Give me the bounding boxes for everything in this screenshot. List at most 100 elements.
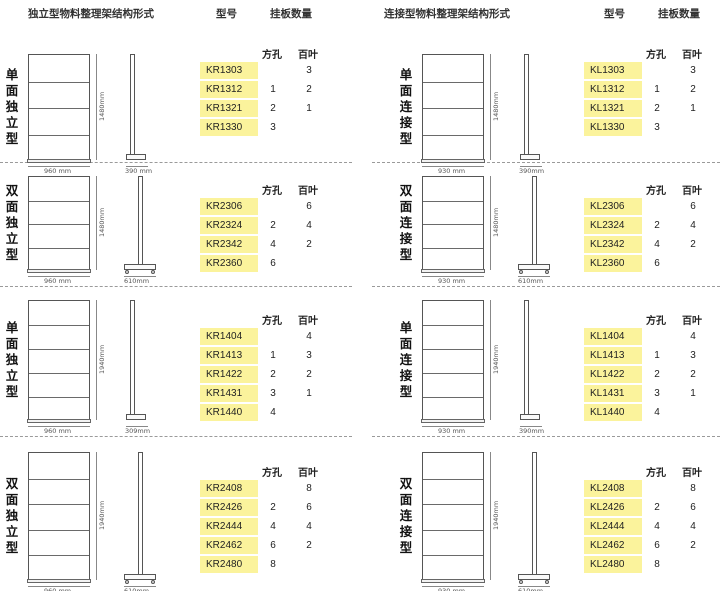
rack-shelf [423,108,483,109]
section-divider [0,286,352,287]
louver-count: 2 [690,369,696,380]
square-hole-count: 2 [270,103,276,114]
rack-type-char: 立 [5,368,19,383]
rack-type-char: 立 [5,231,19,246]
width-dimension: 930 mm [438,277,466,285]
rack-shelf [29,349,89,350]
model-number: KL1312 [584,81,642,98]
model-number: KR2480 [200,556,258,573]
caster-wheel [151,580,155,584]
rack-type-char: 型 [399,247,413,262]
table-row: KL2306 6 [584,198,720,215]
rack-type-char: 接 [399,231,413,246]
rack-post [532,452,537,578]
col-square-hole: 方孔 [262,186,282,197]
square-hole-count: 6 [270,258,276,269]
depth-dimension-line [518,276,550,277]
square-hole-count: 6 [270,540,276,551]
rack-front-view [421,300,485,423]
square-hole-count: 6 [654,540,660,551]
rack-post [130,54,135,158]
square-hole-count: 4 [654,407,660,418]
rack-type-char: 独 [5,215,19,230]
rack-front-view [421,54,485,163]
depth-dimension-line [520,166,542,167]
width-dimension-line [422,276,484,277]
louver-count: 4 [306,521,312,532]
height-dimension-line [96,176,97,270]
rack-type-char: 独 [5,352,19,367]
height-dimension-line [490,176,491,270]
louver-count: 8 [690,483,696,494]
rack-foot [520,414,540,420]
rack-type-char: 接 [399,524,413,539]
rack-type-label: 单面连接型 [398,67,414,147]
depth-dimension: 390 mm [125,167,153,175]
model-number: KR1312 [200,81,258,98]
section-divider [372,162,720,163]
col-square-hole: 方孔 [646,468,666,479]
square-hole-count: 1 [270,84,276,95]
right-header-model: 型号 [604,7,625,20]
rack-type-char: 双 [5,476,19,491]
louver-count: 2 [306,239,312,250]
depth-dimension-line [124,586,156,587]
col-louver: 百叶 [298,316,318,327]
louver-count: 8 [306,483,312,494]
model-number: KR2462 [200,537,258,554]
model-number: KR2306 [200,198,258,215]
rack-type-char: 独 [5,99,19,114]
louver-count: 1 [306,388,312,399]
caster-wheel [519,580,523,584]
col-louver: 百叶 [682,316,702,327]
model-number: KR1321 [200,100,258,117]
louver-count: 6 [306,201,312,212]
rack-type-label: 双面独立型 [4,476,20,556]
louver-count: 4 [690,220,696,231]
rack-post [532,176,537,268]
louver-count: 6 [690,201,696,212]
rack-front-view [27,452,91,583]
square-hole-count: 3 [270,388,276,399]
model-number: KL2306 [584,198,642,215]
col-louver: 百叶 [682,468,702,479]
rack-shelf [423,555,483,557]
model-number: KR1413 [200,347,258,364]
width-dimension-line [422,586,484,587]
square-hole-count: 4 [654,521,660,532]
rack-post [138,452,143,578]
width-dimension: 960 mm [44,277,72,285]
col-louver: 百叶 [682,50,702,61]
caster-wheel [519,270,523,274]
square-hole-count: 2 [270,502,276,513]
table-row: KR2480 8 [200,556,340,573]
square-hole-count: 2 [270,220,276,231]
rack-shelf [29,555,89,557]
louver-count: 6 [690,502,696,513]
square-hole-count: 3 [654,122,660,133]
square-hole-count: 6 [654,258,660,269]
left-header-title: 独立型物料整理架结构形式 [28,7,154,20]
model-number: KR1440 [200,404,258,421]
depth-dimension-line [518,586,550,587]
model-number: KR1303 [200,62,258,79]
square-hole-count: 8 [270,559,276,570]
rack-post [130,300,135,418]
rack-type-char: 面 [5,492,19,507]
rack-side-view [122,292,162,432]
width-dimension: 960 mm [44,167,72,175]
section-divider [372,286,720,287]
rack-shelf [423,134,483,136]
model-number: KL1431 [584,385,642,402]
